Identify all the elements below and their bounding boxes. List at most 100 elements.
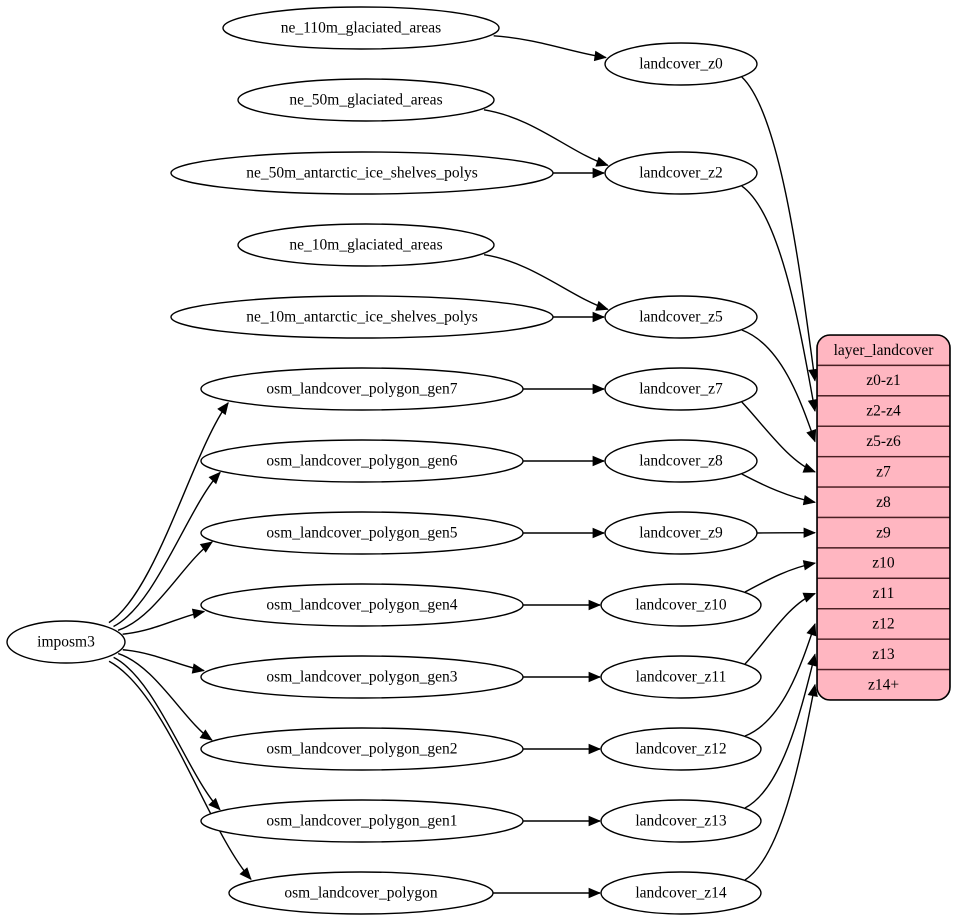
edge-imposm3-to-osm-landcover-polygon xyxy=(108,660,252,881)
nodes-layer: imposm3 ne_110m_glaciated_areas ne_50m_gla… xyxy=(6,6,762,915)
node-ne-50m-antarctic-ice-shelves-polys[interactable]: ne_50m_antarctic_ice_shelves_polys xyxy=(170,151,554,195)
edge-imposm3-to-osm-landcover-polygon-gen3 xyxy=(122,649,205,674)
node-landcover-z10[interactable]: landcover_z10 xyxy=(600,583,762,627)
table-row-z12[interactable]: z12 xyxy=(817,608,950,640)
table-row-z9[interactable]: z9 xyxy=(817,516,950,549)
table-row-cell[interactable] xyxy=(817,395,950,427)
node-ne-50m-glaciated-areas[interactable]: ne_50m_glaciated_areas xyxy=(237,78,495,122)
intermediate-node-ellipse[interactable] xyxy=(600,655,762,699)
table-row-cell[interactable] xyxy=(817,608,950,640)
edge-imposm3-to-osm-landcover-polygon-gen7 xyxy=(108,401,229,624)
source-node-ellipse[interactable] xyxy=(170,151,554,195)
table-row-z0-z1[interactable]: z0-z1 xyxy=(817,364,950,397)
edges-layer xyxy=(108,35,819,899)
source-node-ellipse[interactable] xyxy=(6,620,126,664)
table-row-cell[interactable] xyxy=(817,668,950,700)
table-row-cell[interactable] xyxy=(817,455,950,488)
edge-ne-50m-glaciated-areas-to-landcover-z2 xyxy=(483,109,609,167)
edge-imposm3-to-osm-landcover-polygon-gen6 xyxy=(113,471,221,628)
edge-landcover-z12-to-z12 xyxy=(744,622,817,737)
table-row-z5-z6[interactable]: z5-z6 xyxy=(817,425,950,458)
table-row-z14[interactable]: z14+ xyxy=(817,668,950,700)
source-node-ellipse[interactable] xyxy=(200,799,524,843)
edge-landcover-z14-to-z14 xyxy=(744,683,818,881)
node-landcover-z2[interactable]: landcover_z2 xyxy=(604,151,758,195)
edge-landcover-z7-to-z7 xyxy=(741,401,816,473)
intermediate-node-ellipse[interactable] xyxy=(604,295,758,339)
node-landcover-z12[interactable]: landcover_z12 xyxy=(600,727,762,771)
node-osm-landcover-polygon-gen5[interactable]: osm_landcover_polygon_gen5 xyxy=(200,511,524,555)
intermediate-node-ellipse[interactable] xyxy=(600,871,762,915)
source-node-ellipse[interactable] xyxy=(222,6,500,50)
intermediate-node-ellipse[interactable] xyxy=(604,439,758,483)
source-node-ellipse[interactable] xyxy=(237,223,495,267)
edge-imposm3-to-osm-landcover-polygon-gen4 xyxy=(122,608,206,635)
edge-ne-10m-glaciated-areas-to-landcover-z5 xyxy=(483,254,609,311)
node-landcover-z9[interactable]: landcover_z9 xyxy=(604,511,758,555)
edge-imposm3-to-osm-landcover-polygon-gen5 xyxy=(117,541,214,631)
edge-ne-50m-antarctic-ice-shelves-polys-to-landcover-z2 xyxy=(553,167,606,179)
intermediate-node-ellipse[interactable] xyxy=(600,799,762,843)
node-landcover-z13[interactable]: landcover_z13 xyxy=(600,799,762,843)
table-row-cell[interactable] xyxy=(817,486,950,519)
node-osm-landcover-polygon-gen4[interactable]: osm_landcover_polygon_gen4 xyxy=(200,583,524,627)
node-osm-landcover-polygon[interactable]: osm_landcover_polygon xyxy=(228,871,494,915)
edge-osm-landcover-polygon-to-landcover-z14 xyxy=(492,887,602,899)
edge-osm-landcover-polygon-gen2-to-landcover-z12 xyxy=(522,743,602,755)
intermediate-node-ellipse[interactable] xyxy=(604,511,758,555)
source-node-ellipse[interactable] xyxy=(200,655,524,699)
source-node-ellipse[interactable] xyxy=(200,367,524,411)
table-row-z8[interactable]: z8 xyxy=(817,486,950,519)
node-imposm3[interactable]: imposm3 xyxy=(6,620,126,664)
intermediate-node-ellipse[interactable] xyxy=(604,151,758,195)
source-node-ellipse[interactable] xyxy=(200,511,524,555)
edge-osm-landcover-polygon-gen5-to-landcover-z9 xyxy=(523,527,606,539)
edge-ne-110m-glaciated-areas-to-landcover-z0 xyxy=(493,35,607,62)
edge-landcover-z2-to-z2-z4 xyxy=(741,185,819,413)
source-node-ellipse[interactable] xyxy=(228,871,494,915)
node-osm-landcover-polygon-gen6[interactable]: osm_landcover_polygon_gen6 xyxy=(200,439,524,483)
node-osm-landcover-polygon-gen7[interactable]: osm_landcover_polygon_gen7 xyxy=(200,367,524,411)
table-header-cell[interactable] xyxy=(817,335,950,367)
node-osm-landcover-polygon-gen2[interactable]: osm_landcover_polygon_gen2 xyxy=(200,727,524,771)
node-landcover-z11[interactable]: landcover_z11 xyxy=(600,655,762,699)
node-ne-110m-glaciated-areas[interactable]: ne_110m_glaciated_areas xyxy=(222,6,500,50)
node-landcover-z7[interactable]: landcover_z7 xyxy=(604,367,758,411)
intermediate-node-ellipse[interactable] xyxy=(600,583,762,627)
intermediate-node-ellipse[interactable] xyxy=(604,42,758,86)
edge-osm-landcover-polygon-gen3-to-landcover-z11 xyxy=(523,671,602,683)
table-row-cell[interactable] xyxy=(817,425,950,458)
table-row-z10[interactable]: z10 xyxy=(817,547,950,580)
table-row-z11[interactable]: z11 xyxy=(817,577,950,610)
source-node-ellipse[interactable] xyxy=(237,78,495,122)
node-landcover-z8[interactable]: landcover_z8 xyxy=(604,439,758,483)
layer-landcover-table: layer_landcoverz0-z1z2-z4z5-z6z7z8z9z10z… xyxy=(816,334,951,701)
node-osm-landcover-polygon-gen1[interactable]: osm_landcover_polygon_gen1 xyxy=(200,799,524,843)
edge-landcover-z11-to-z11 xyxy=(744,592,816,665)
node-ne-10m-glaciated-areas[interactable]: ne_10m_glaciated_areas xyxy=(237,223,495,267)
intermediate-node-ellipse[interactable] xyxy=(604,367,758,411)
table-row-cell[interactable] xyxy=(817,547,950,580)
source-node-ellipse[interactable] xyxy=(200,727,524,771)
table-outline xyxy=(816,334,951,701)
table-row-z13[interactable]: z13 xyxy=(817,638,950,671)
table-header-row[interactable]: layer_landcover xyxy=(817,335,950,367)
edge-landcover-z8-to-z8 xyxy=(741,473,817,506)
table-row-z7[interactable]: z7 xyxy=(817,455,950,488)
table-row-cell[interactable] xyxy=(817,516,950,549)
node-landcover-z0[interactable]: landcover_z0 xyxy=(604,42,758,86)
table-row-cell[interactable] xyxy=(817,364,950,397)
node-ne-10m-antarctic-ice-shelves-polys[interactable]: ne_10m_antarctic_ice_shelves_polys xyxy=(170,295,554,339)
table-row-cell[interactable] xyxy=(817,638,950,671)
node-landcover-z14[interactable]: landcover_z14 xyxy=(600,871,762,915)
source-node-ellipse[interactable] xyxy=(200,439,524,483)
table-row-z2-z4[interactable]: z2-z4 xyxy=(817,395,950,427)
source-node-ellipse[interactable] xyxy=(200,583,524,627)
edge-osm-landcover-polygon-gen1-to-landcover-z13 xyxy=(523,815,602,827)
node-landcover-z5[interactable]: landcover_z5 xyxy=(604,295,758,339)
table-row-cell[interactable] xyxy=(817,577,950,610)
node-osm-landcover-polygon-gen3[interactable]: osm_landcover_polygon_gen3 xyxy=(200,655,524,699)
intermediate-node-ellipse[interactable] xyxy=(600,727,762,771)
source-node-ellipse[interactable] xyxy=(170,295,554,339)
